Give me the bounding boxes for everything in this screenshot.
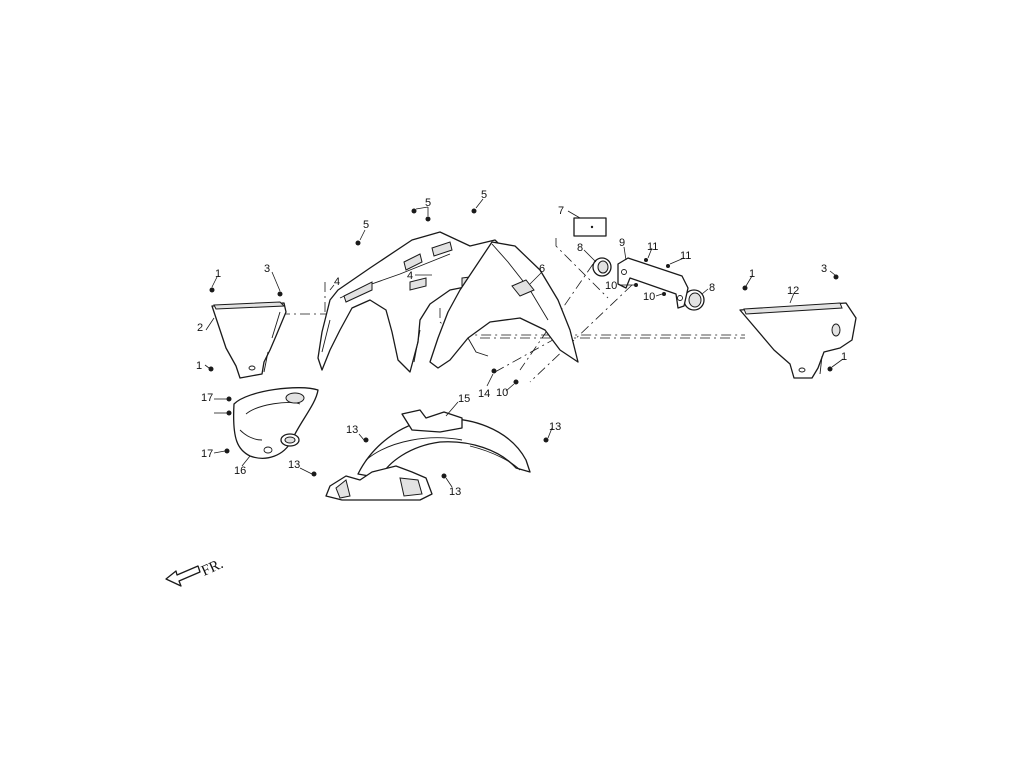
callout-5: 5 [363, 219, 369, 231]
callout-1: 1 [841, 351, 847, 363]
callout-3: 3 [821, 263, 827, 275]
callout-7: 7 [558, 205, 564, 217]
callout-1: 1 [196, 360, 202, 372]
callout-16: 16 [234, 465, 246, 477]
callout-5: 5 [481, 189, 487, 201]
callout-15: 15 [458, 393, 470, 405]
callout-11: 11 [680, 250, 691, 262]
callout-8: 8 [577, 242, 583, 254]
callout-13: 13 [449, 486, 461, 498]
callout-5: 5 [425, 197, 431, 209]
callout-1: 1 [749, 268, 755, 280]
callout-17: 17 [201, 448, 213, 460]
reflector-bracket [617, 257, 689, 309]
inner-fender [325, 409, 531, 501]
callout-labels: 1 3 2 1 4 5 5 5 4 6 7 8 9 11 11 10 10 8 … [196, 189, 847, 498]
callout-9: 9 [619, 237, 625, 249]
callout-2: 2 [197, 322, 203, 334]
callout-4: 4 [407, 270, 413, 282]
fasteners [208, 208, 839, 479]
callout-10: 10 [643, 291, 655, 303]
callout-14: 14 [478, 388, 490, 400]
right-side-cover [739, 302, 857, 379]
callout-10: 10 [605, 280, 617, 292]
reflector-plate [573, 217, 607, 237]
left-side-cover [211, 301, 287, 379]
callout-13: 13 [288, 459, 300, 471]
callout-4: 4 [334, 276, 340, 288]
callout-17: 17 [201, 392, 213, 404]
front-direction-indicator: FR. [165, 556, 226, 587]
callout-10: 10 [496, 387, 508, 399]
callout-13: 13 [346, 424, 358, 436]
callout-13: 13 [549, 421, 561, 433]
callout-3: 3 [264, 263, 270, 275]
callout-8: 8 [709, 282, 715, 294]
callout-11: 11 [647, 241, 658, 253]
callout-1: 1 [215, 268, 221, 280]
callout-12: 12 [787, 285, 799, 297]
callout-6: 6 [539, 263, 545, 275]
headlight-panel [232, 387, 319, 459]
reflector-left [592, 257, 612, 277]
front-label: FR. [199, 556, 226, 580]
reflector-right [683, 289, 705, 311]
front-arrow-icon [165, 565, 201, 587]
leader-lines [204, 198, 844, 488]
